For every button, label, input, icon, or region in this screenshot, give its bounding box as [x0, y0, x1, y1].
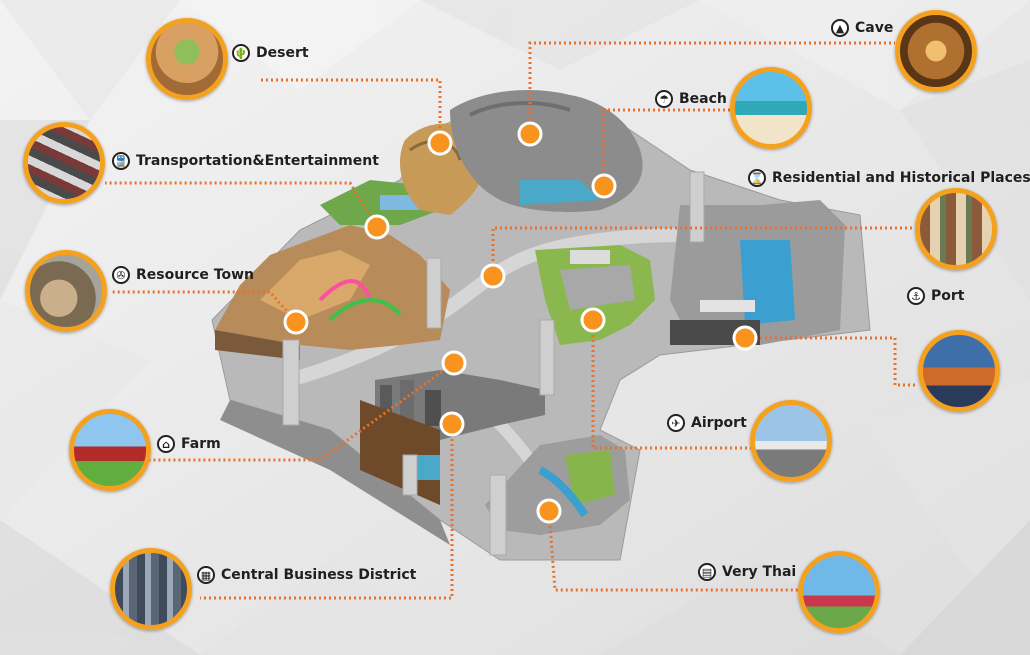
hourglass-icon: ⌛ [748, 169, 766, 187]
label-cbd-text: Central Business District [221, 567, 417, 583]
label-cbd: ▦ Central Business District [197, 566, 416, 584]
desert-photo [146, 18, 228, 100]
residential-photo [915, 188, 997, 270]
label-beach-text: Beach [679, 91, 727, 107]
label-very-thai-text: Very Thai [722, 564, 797, 580]
building-icon: ▦ [197, 566, 215, 584]
label-farm: ⌂ Farm [157, 435, 221, 453]
label-cave-text: Cave [855, 20, 894, 36]
label-desert-text: Desert [256, 45, 309, 61]
very-thai-photo [798, 551, 880, 633]
train-icon: 🚆 [112, 152, 130, 170]
label-residential: ⌛ Residential and Historical Places [748, 169, 1030, 187]
cave-icon: ▲ [831, 19, 849, 37]
label-farm-text: Farm [181, 436, 221, 452]
cbd-photo [110, 548, 192, 630]
wind-turbine-icon: ✇ [112, 266, 130, 284]
beach-photo [730, 67, 812, 149]
port-photo [918, 330, 1000, 412]
resource-town-photo [25, 250, 107, 332]
barn-icon: ⌂ [157, 435, 175, 453]
label-airport-text: Airport [691, 415, 747, 431]
cave-photo [895, 10, 977, 92]
cactus-icon: 🌵 [232, 44, 250, 62]
label-resource-town-text: Resource Town [136, 267, 254, 283]
label-residential-text: Residential and Historical Places [772, 170, 1030, 186]
label-transportation: 🚆 Transportation&Entertainment [112, 152, 379, 170]
label-beach: ☂ Beach [655, 90, 727, 108]
farm-photo [69, 409, 151, 491]
anchor-icon: ⚓ [907, 287, 925, 305]
beach-umbrella-icon: ☂ [655, 90, 673, 108]
label-port-text: Port [931, 288, 965, 304]
label-transportation-text: Transportation&Entertainment [136, 153, 379, 169]
airplane-icon: ✈ [667, 414, 685, 432]
transport-photo [23, 122, 105, 204]
shop-icon: ▤ [698, 563, 716, 581]
label-airport: ✈ Airport [667, 414, 747, 432]
label-resource-town: ✇ Resource Town [112, 266, 254, 284]
label-very-thai: ▤ Very Thai [698, 563, 796, 581]
label-cave: ▲ Cave [831, 19, 893, 37]
label-port: ⚓ Port [907, 287, 964, 305]
label-desert: 🌵 Desert [232, 44, 309, 62]
airport-photo [750, 400, 832, 482]
